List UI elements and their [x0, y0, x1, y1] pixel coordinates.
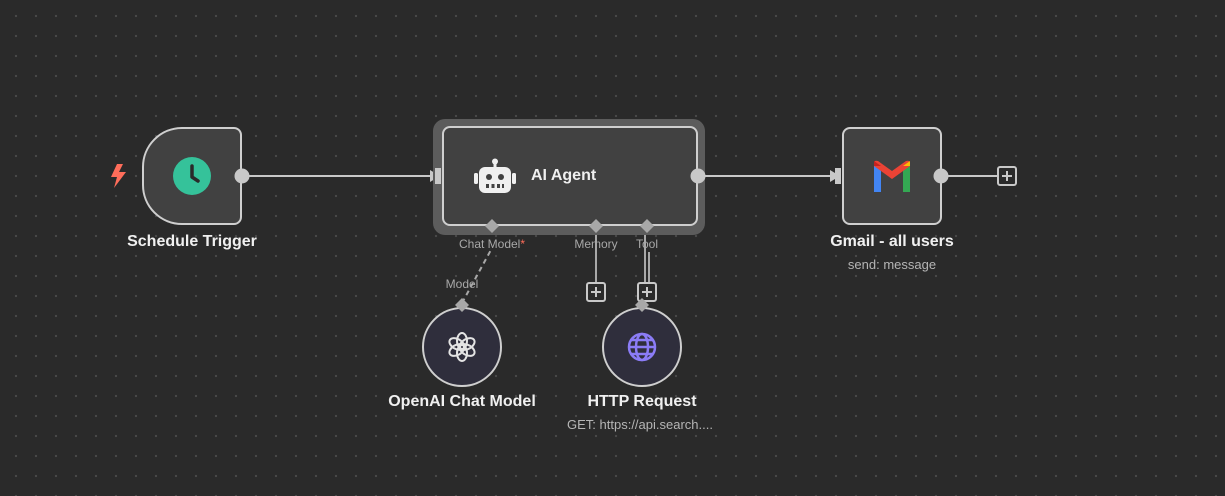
tool-port[interactable] — [639, 218, 655, 234]
http-request-subtitle: GET: https://api.search.... — [567, 417, 713, 432]
memory-port-label: Memory — [574, 237, 618, 251]
add-tool-button[interactable] — [637, 282, 657, 302]
model-output-port[interactable] — [454, 297, 470, 313]
gmail-subtitle: send: message — [847, 257, 937, 272]
http-request-label: HTTP Request — [587, 393, 697, 410]
input-port[interactable] — [832, 168, 844, 184]
http-request-node[interactable] — [602, 307, 682, 387]
chat-model-port[interactable] — [484, 218, 500, 234]
gmail-label: Gmail - all users — [830, 233, 954, 250]
output-port[interactable] — [689, 167, 707, 185]
output-port[interactable] — [233, 167, 251, 185]
add-next-node-button[interactable] — [997, 166, 1017, 186]
add-memory-button[interactable] — [586, 282, 606, 302]
ai-agent-label: AI Agent — [531, 167, 597, 184]
plus-icon — [1002, 171, 1012, 181]
input-port[interactable] — [432, 168, 444, 184]
openai-icon — [448, 332, 476, 362]
globe-icon — [627, 332, 657, 362]
memory-port[interactable] — [588, 218, 604, 234]
gmail-node[interactable] — [842, 127, 942, 225]
openai-chat-model-node[interactable] — [422, 307, 502, 387]
plus-icon — [642, 287, 652, 297]
output-port[interactable] — [932, 167, 950, 185]
clock-icon — [173, 157, 211, 195]
model-port-label: Model — [445, 277, 479, 291]
chat-model-port-label: Chat Model* — [458, 237, 526, 251]
tool-output-port[interactable] — [634, 297, 650, 313]
gmail-icon — [874, 160, 910, 192]
robot-icon — [474, 158, 516, 193]
lightning-icon — [111, 164, 126, 188]
schedule-trigger-node[interactable] — [142, 127, 242, 225]
plus-icon — [591, 287, 601, 297]
required-marker: * — [520, 237, 526, 251]
connection-model-to-agent[interactable] — [461, 247, 493, 304]
openai-chat-model-label: OpenAI Chat Model — [388, 393, 536, 410]
tool-port-label: Tool — [635, 237, 659, 251]
schedule-trigger-label: Schedule Trigger — [127, 233, 257, 250]
ai-agent-node[interactable]: AI Agent — [442, 126, 698, 226]
